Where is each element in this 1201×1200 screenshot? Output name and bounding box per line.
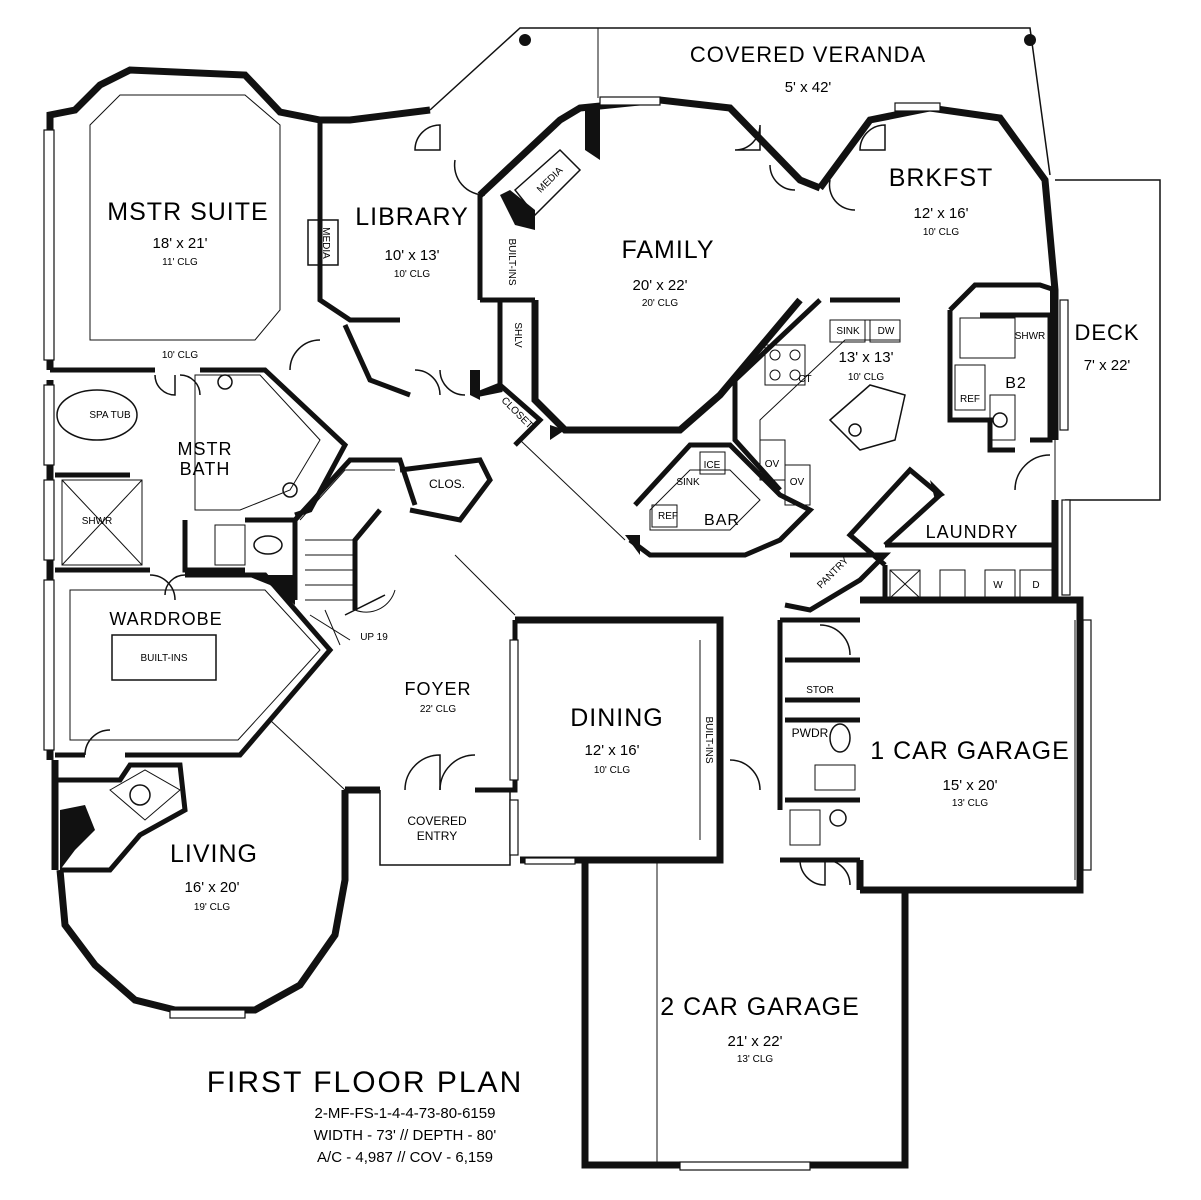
- media-label-family: MEDIA: [535, 165, 565, 195]
- garage2-size: 21' x 22': [728, 1033, 783, 1050]
- family-name: FAMILY: [621, 236, 714, 264]
- dining-name: DINING: [570, 704, 664, 732]
- garage2-clg: 13' CLG: [737, 1054, 774, 1065]
- title-block: FIRST FLOOR PLAN 2-MF-FS-1-4-4-73-80-615…: [207, 1066, 524, 1166]
- clos-label: CLOS.: [429, 477, 465, 491]
- ov2-label: OV: [790, 477, 805, 488]
- bar-name: BAR: [704, 512, 740, 529]
- media-label-library: MEDIA: [320, 227, 331, 259]
- ref2-label: REF: [960, 394, 980, 405]
- garage1-clg: 13' CLG: [952, 798, 989, 809]
- shwr-label: SHWR: [82, 516, 113, 527]
- brkfst-size: 12' x 16': [914, 205, 969, 222]
- windows: [43, 96, 1092, 1171]
- dining-size: 12' x 16': [585, 742, 640, 759]
- ov1-label: OV: [765, 459, 780, 470]
- exterior-walls: [46, 66, 1084, 1169]
- ice-label: ICE: [704, 460, 721, 471]
- deck-outline: [1055, 179, 1161, 501]
- library-size: 10' x 13': [385, 247, 440, 264]
- ct-label: CT: [798, 374, 811, 385]
- garage1-name: 1 CAR GARAGE: [870, 737, 1070, 765]
- library-name: LIBRARY: [355, 203, 469, 231]
- suite-name: MSTR SUITE: [107, 198, 268, 226]
- living-size: 16' x 20': [185, 879, 240, 896]
- living-clg: 19' CLG: [194, 902, 231, 913]
- sink-label: SINK: [836, 326, 860, 337]
- family-size: 20' x 22': [633, 277, 688, 294]
- entry-name-1: COVERED: [407, 814, 467, 828]
- plan-code: 2-MF-FS-1-4-4-73-80-6159: [315, 1105, 496, 1122]
- bath-name-1: MSTR: [178, 439, 233, 459]
- stor-label: STOR: [806, 685, 834, 696]
- bar-sink-label: SINK: [676, 477, 700, 488]
- shlv-label: SHLV: [512, 322, 523, 348]
- suite-clg: 11' CLG: [162, 257, 198, 268]
- spa-tub-label: SPA TUB: [89, 410, 131, 421]
- solid-wall-blocks: [60, 105, 1058, 870]
- suite-size: 18' x 21': [153, 235, 208, 252]
- garage2-name: 2 CAR GARAGE: [660, 993, 860, 1021]
- dining-clg: 10' CLG: [594, 765, 631, 776]
- plan-title: FIRST FLOOR PLAN: [207, 1066, 524, 1099]
- veranda-outline: [429, 27, 1051, 176]
- garage1-size: 15' x 20': [943, 777, 998, 794]
- builtins-library-label: BUILT-INS: [506, 238, 517, 285]
- foyer-clg: 22' CLG: [420, 704, 457, 715]
- room-labels: COVERED VERANDA 5' x 42' MSTR SUITE 18' …: [107, 42, 1139, 1065]
- family-clg: 20' CLG: [642, 298, 679, 309]
- brkfst-clg: 10' CLG: [923, 227, 960, 238]
- plan-area: A/C - 4,987 // COV - 6,159: [317, 1149, 493, 1166]
- ref-label: REF: [658, 511, 678, 522]
- door-swings: [84, 124, 1051, 886]
- bath-name-2: BATH: [180, 459, 231, 479]
- deck-name: DECK: [1074, 320, 1139, 345]
- b2-name: B2: [1005, 375, 1027, 392]
- veranda-size: 5' x 42': [785, 79, 832, 96]
- kitchen-clg: 10' CLG: [848, 372, 885, 383]
- wardrobe-name: WARDROBE: [109, 609, 222, 629]
- deck-size: 7' x 22': [1084, 357, 1131, 374]
- foyer-name: FOYER: [404, 679, 471, 699]
- builtins-dining-label: BUILT-INS: [703, 716, 714, 763]
- kitchen-size: 13' x 13': [839, 349, 894, 366]
- plan-dimensions: WIDTH - 73' // DEPTH - 80': [314, 1127, 497, 1144]
- fixtures: [56, 94, 1076, 1162]
- dryer-label: D: [1032, 580, 1039, 591]
- dw-label: DW: [878, 326, 895, 337]
- entry-name-2: ENTRY: [417, 829, 457, 843]
- library-clg: 10' CLG: [394, 269, 431, 280]
- washer-label: W: [993, 580, 1003, 591]
- brkfst-name: BRKFST: [889, 164, 994, 192]
- pwdr-label: PWDR: [792, 726, 829, 740]
- shwr2-label: SHWR: [1015, 331, 1046, 342]
- living-name: LIVING: [170, 840, 258, 868]
- builtins-wardrobe-label: BUILT-INS: [140, 653, 187, 664]
- suite-clg-10: 10' CLG: [162, 350, 199, 361]
- veranda-name: COVERED VERANDA: [690, 42, 926, 67]
- laundry-name: LAUNDRY: [926, 522, 1019, 542]
- up-stairs-label: UP 19: [360, 632, 388, 643]
